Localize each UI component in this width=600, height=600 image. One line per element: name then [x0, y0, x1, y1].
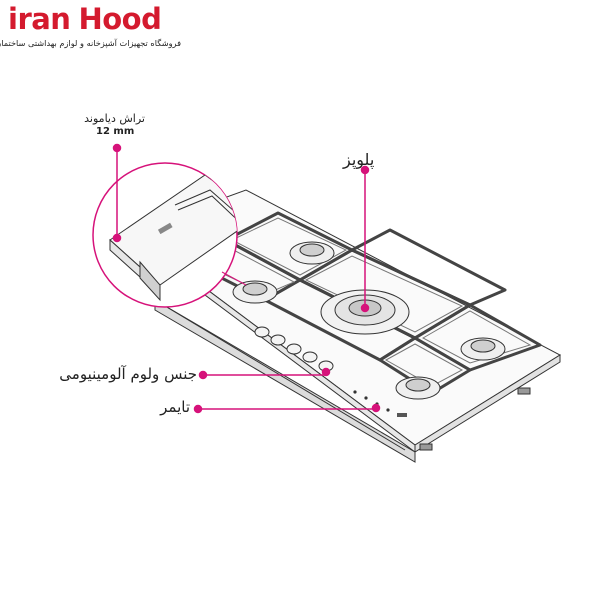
- callout-leaders: [112, 143, 381, 414]
- brand-word-iran: iran: [8, 2, 71, 36]
- burner-label: پلوپز: [343, 150, 375, 169]
- brand-tagline: فروشگاه تجهیزات آشپزخانه و لوازم بهداشتی…: [0, 38, 181, 48]
- timer-label: تایمر: [160, 398, 190, 416]
- timer-panel: [353, 390, 407, 417]
- aluminum-knob-label: جنس ولوم آلومینیومی: [59, 365, 197, 383]
- diamond-cut-magnifier: [92, 162, 247, 308]
- brand-word-hood: Hood: [78, 2, 162, 36]
- diamond-cut-size: 12 mm: [96, 126, 135, 137]
- cooktop-feet: [419, 387, 531, 451]
- diamond-cut-label: تراش دیاموند: [84, 112, 145, 125]
- control-knobs: [254, 326, 334, 372]
